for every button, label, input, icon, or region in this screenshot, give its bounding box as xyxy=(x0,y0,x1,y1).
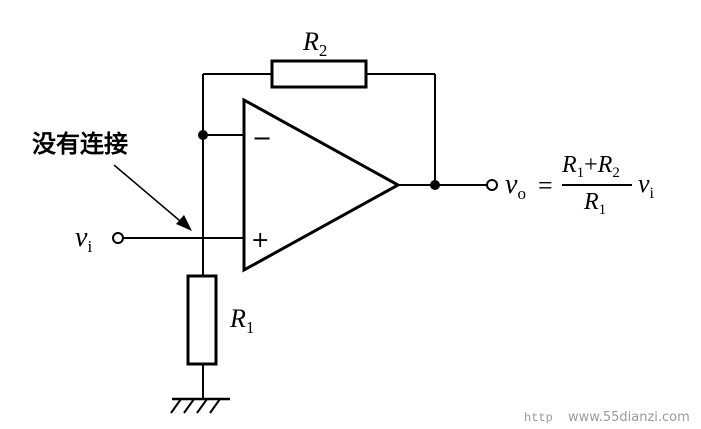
op-amp-triangle xyxy=(242,97,402,273)
terminal-vo xyxy=(486,179,498,191)
formula-numerator: R1+R2 xyxy=(561,152,620,181)
terminal-vi xyxy=(112,232,124,244)
watermark-url: www.55dianzi.com xyxy=(568,410,690,425)
watermark-prefix: http xyxy=(524,411,553,425)
resistor-r2 xyxy=(270,59,368,89)
label-minus: − xyxy=(252,124,272,152)
label-plus: + xyxy=(251,228,269,253)
annotation-arrowhead xyxy=(176,215,192,231)
ground-hatch xyxy=(170,398,221,414)
formula-lhs: vo xyxy=(505,169,526,203)
label-r1: R1 xyxy=(229,304,254,337)
formula-factor: vi xyxy=(638,169,655,202)
formula-denominator: R1 xyxy=(583,189,606,218)
label-r2: R2 xyxy=(302,27,327,60)
resistor-r1 xyxy=(186,274,218,366)
formula-equals: = xyxy=(538,171,553,200)
junction-dot-inverting xyxy=(198,130,208,140)
annotation-not-connected: 没有连接 xyxy=(32,130,128,158)
annotation-arrow-line xyxy=(113,164,187,227)
label-vi: vi xyxy=(75,222,92,256)
output-formula: vo = R1+R2 R1 vi xyxy=(505,152,655,218)
junction-dot-output xyxy=(430,180,440,190)
